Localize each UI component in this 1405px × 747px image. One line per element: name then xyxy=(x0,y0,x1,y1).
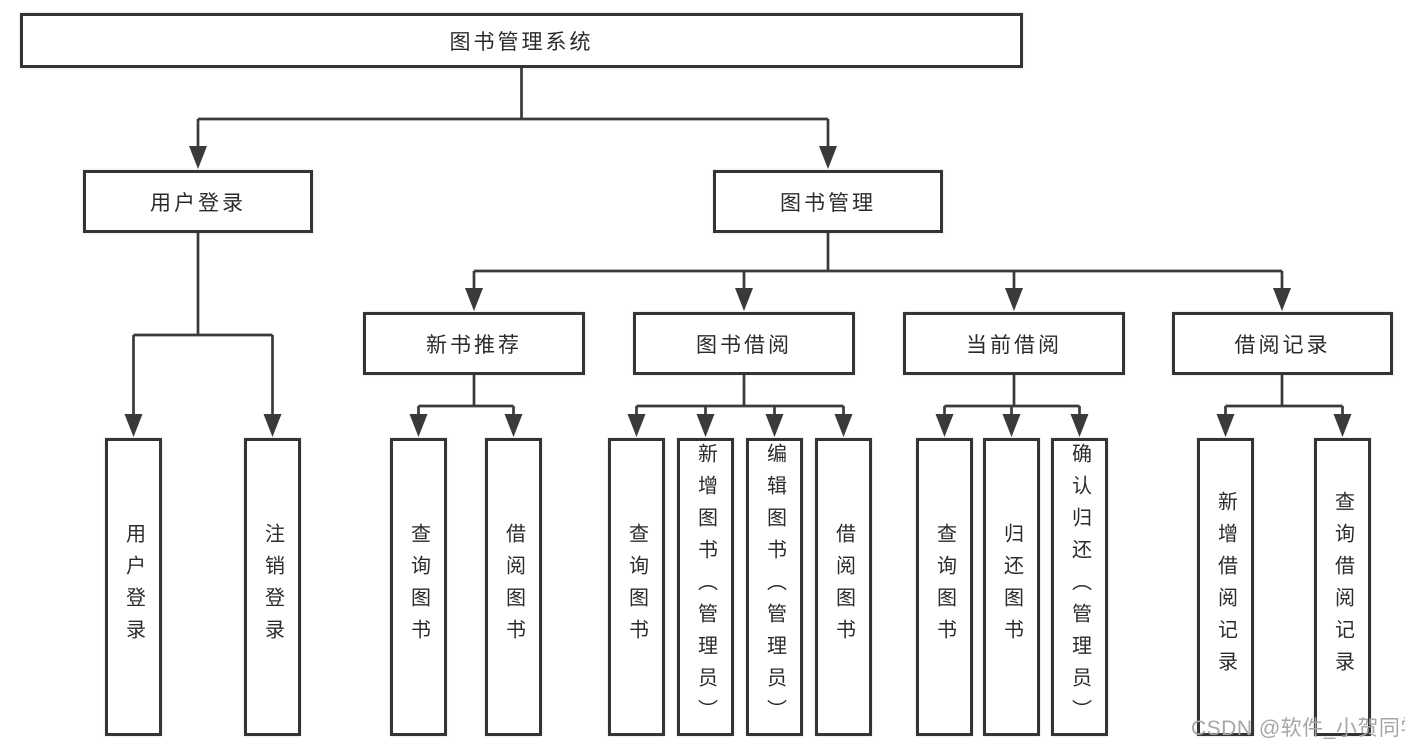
node-new-book-recommend: 新书推荐 xyxy=(363,312,585,375)
leaf-logout: 注销登录 xyxy=(244,438,301,736)
node-borrow-records: 借阅记录 xyxy=(1172,312,1393,375)
leaf-confirm-return-admin: 确认归还（管理员） xyxy=(1051,438,1108,736)
arrowhead-icon xyxy=(834,414,853,437)
watermark: CSDN @软件_小贺同学 xyxy=(1191,717,1405,740)
edge-records-to-leaves xyxy=(1224,375,1344,432)
arrowhead-icon xyxy=(465,288,483,311)
edge-borrow-to-leaves xyxy=(635,375,845,432)
leaf-return-book: 归还图书 xyxy=(983,438,1040,736)
arrowhead-icon xyxy=(765,414,784,437)
node-root-library-management-system: 图书管理系统 xyxy=(20,13,1023,68)
node-book-borrow: 图书借阅 xyxy=(633,312,855,375)
arrowhead-icon xyxy=(504,414,523,437)
leaf-query-book-borrow: 查询图书 xyxy=(608,438,665,736)
edge-root-to-level2 xyxy=(196,68,830,164)
arrowhead-icon xyxy=(1070,414,1089,437)
node-book-management: 图书管理 xyxy=(713,170,943,233)
leaf-query-book-current: 查询图书 xyxy=(916,438,973,736)
leaf-borrow-book: 借阅图书 xyxy=(815,438,872,736)
arrowhead-icon xyxy=(819,146,837,169)
edge-current-to-leaves xyxy=(943,375,1081,432)
arrowhead-icon xyxy=(935,414,954,437)
arrowhead-icon xyxy=(1273,288,1291,311)
arrowhead-icon xyxy=(1002,414,1021,437)
edge-usermgmt-to-leaves xyxy=(132,233,274,432)
arrowhead-icon xyxy=(696,414,715,437)
arrowhead-icon xyxy=(1333,414,1352,437)
arrowhead-icon xyxy=(263,414,282,437)
leaf-edit-book-admin: 编辑图书（管理员） xyxy=(746,438,803,736)
leaf-query-borrow-record: 查询借阅记录 xyxy=(1314,438,1371,736)
arrowhead-icon xyxy=(124,414,143,437)
edge-bookmgmt-to-mids xyxy=(472,233,1284,306)
node-user-login: 用户登录 xyxy=(83,170,313,233)
arrowhead-icon xyxy=(189,146,207,169)
arrowhead-icon xyxy=(1216,414,1235,437)
leaf-user-login: 用户登录 xyxy=(105,438,162,736)
arrowhead-icon xyxy=(409,414,428,437)
arrowhead-icon xyxy=(735,288,753,311)
edge-newbook-to-leaves xyxy=(417,375,515,432)
leaf-borrow-book-recommend: 借阅图书 xyxy=(485,438,542,736)
leaf-query-book-recommend: 查询图书 xyxy=(390,438,447,736)
arrowhead-icon xyxy=(627,414,646,437)
arrowhead-icon xyxy=(1005,288,1023,311)
leaf-add-book-admin: 新增图书（管理员） xyxy=(677,438,734,736)
node-current-borrow: 当前借阅 xyxy=(903,312,1125,375)
leaf-add-borrow-record: 新增借阅记录 xyxy=(1197,438,1254,736)
